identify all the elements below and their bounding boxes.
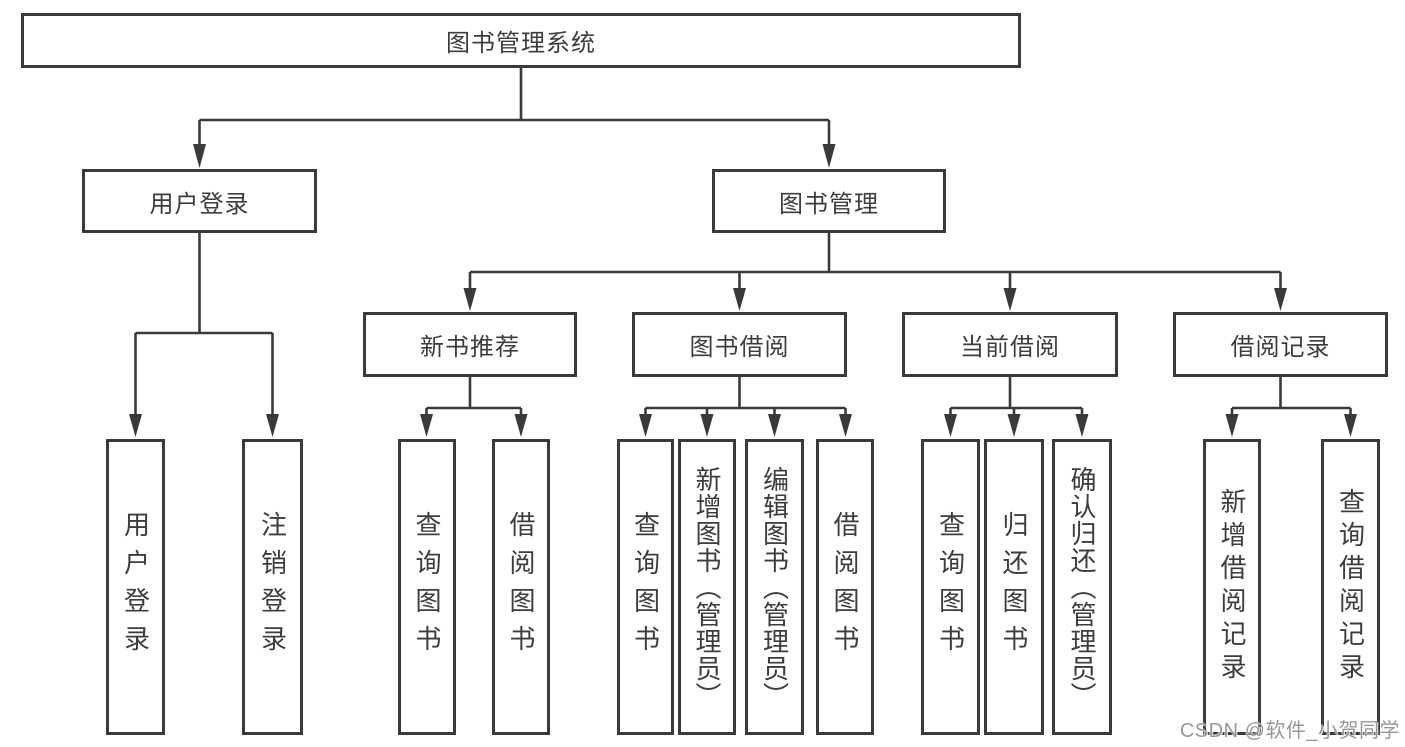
leaf-query-books-current: 查询图书 xyxy=(921,439,980,735)
leaf-query-books-recommend: 查询图书 xyxy=(398,439,456,735)
node-borrowing-records: 借阅记录 xyxy=(1173,312,1388,377)
leaf-logout-login: 注销登录 xyxy=(242,439,303,735)
connector-borrowing-to-leaves xyxy=(644,376,847,418)
leaf-label: 查询图书 xyxy=(935,511,966,663)
node-user-login: 用户登录 xyxy=(82,169,317,233)
node-library-management-system: 图书管理系统 xyxy=(21,13,1021,68)
leaf-label: 借阅图书 xyxy=(506,511,536,663)
node-book-management: 图书管理 xyxy=(712,169,946,233)
leaf-query-borrow-record: 查询借阅记录 xyxy=(1321,439,1380,735)
connector-user-login-to-leaves xyxy=(134,232,274,417)
leaf-label: 编辑图书（管理员） xyxy=(759,465,790,709)
leaf-return-books: 归还图书 xyxy=(984,439,1044,735)
leaf-label: 借阅图书 xyxy=(830,511,860,663)
leaf-borrow-books-borrowing: 借阅图书 xyxy=(816,439,874,735)
leaf-label: 查询借阅记录 xyxy=(1335,488,1366,686)
connector-root-to-branches xyxy=(198,67,831,148)
leaf-label: 注销登录 xyxy=(257,511,288,663)
leaf-add-borrow-record: 新增借阅记录 xyxy=(1203,439,1261,735)
leaf-label: 查询图书 xyxy=(630,511,661,663)
leaf-edit-books-admin: 编辑图书（管理员） xyxy=(745,439,804,735)
leaf-label: 确认归还（管理员） xyxy=(1067,465,1097,709)
leaf-label: 新增图书（管理员） xyxy=(692,465,722,709)
leaf-label: 查询图书 xyxy=(412,511,442,663)
node-new-book-recommendation: 新书推荐 xyxy=(363,312,577,377)
leaf-label: 归还图书 xyxy=(999,511,1029,663)
connector-current-to-leaves xyxy=(949,376,1084,418)
connector-recommend-to-leaves xyxy=(425,376,523,418)
connector-book-management-to-modules xyxy=(468,232,1282,291)
leaf-label: 新增借阅记录 xyxy=(1217,488,1247,686)
node-book-borrowing: 图书借阅 xyxy=(632,312,847,377)
connector-records-to-leaves xyxy=(1230,376,1352,418)
node-current-borrowing: 当前借阅 xyxy=(902,312,1118,377)
leaf-confirm-return-admin: 确认归还（管理员） xyxy=(1052,439,1112,735)
csdn-watermark: CSDN @软件_小贺同学 xyxy=(1179,720,1400,742)
leaf-query-books-borrowing: 查询图书 xyxy=(617,439,674,735)
leaf-user-login: 用户登录 xyxy=(106,439,165,735)
leaf-label: 用户登录 xyxy=(120,511,151,663)
leaf-borrow-books-recommend: 借阅图书 xyxy=(492,439,550,735)
leaf-add-books-admin: 新增图书（管理员） xyxy=(678,439,736,735)
